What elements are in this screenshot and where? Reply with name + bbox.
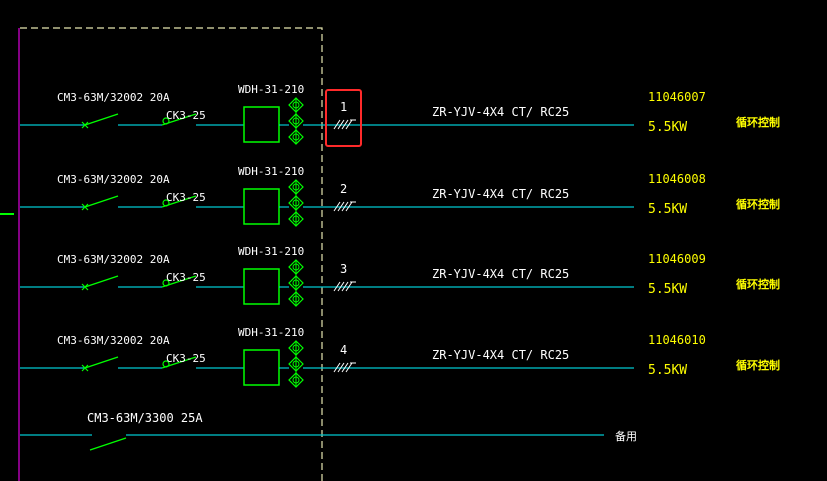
relay-label: WDH-31-210 [238, 245, 304, 258]
breaker-label: CM3-63M/32002 20A [57, 253, 170, 266]
load-description: 循环控制 [736, 197, 780, 211]
load-description: 循环控制 [736, 358, 780, 372]
circuit-number: 4 [340, 343, 347, 357]
cable-tick-mark [345, 281, 353, 292]
contactor-label: CK3-25 [166, 352, 206, 365]
breaker-contact [84, 356, 119, 369]
circuit-row: CM3-63M/32002 20A CK3-25 WDH-31-210 1 ZR-YJV… [20, 83, 780, 145]
panel-boundary-dashed [20, 27, 323, 481]
cable-spec-label: ZR-YJV-4X4 CT/ RC25 [432, 187, 569, 201]
cable-tick-mark [333, 201, 341, 212]
spare-circuit-row: CM3-63M/3300 25A 备用 [20, 411, 637, 451]
load-description: 循环控制 [736, 115, 780, 129]
cable-tick-mark [337, 201, 345, 212]
cable-tick-mark [333, 119, 341, 130]
thermal-relay-box [243, 188, 280, 225]
cable-tick-mark [341, 362, 349, 373]
circuit-row: CM3-63M/32002 20A CK3-25 WDH-31-210 3 ZR-YJV… [20, 245, 780, 307]
cable-tick-mark [345, 119, 353, 130]
power-rating: 5.5KW [648, 120, 687, 135]
power-rating: 5.5KW [648, 282, 687, 297]
cable-tick-mark [337, 119, 345, 130]
relay-label: WDH-31-210 [238, 83, 304, 96]
power-rating: 5.5KW [648, 202, 687, 217]
highlight-box [325, 89, 362, 147]
contactor-coil-icon [162, 117, 170, 125]
spare-label: 备用 [615, 429, 637, 443]
contactor-label: CK3-25 [166, 109, 206, 122]
cable-tick-mark [333, 281, 341, 292]
cable-tick-mark [345, 362, 353, 373]
cable-tick-mark [337, 281, 345, 292]
cable-spec-label: ZR-YJV-4X4 CT/ RC25 [432, 105, 569, 119]
contactor-coil-icon [162, 199, 170, 207]
breaker-contact [84, 195, 119, 208]
spare-breaker-label: CM3-63M/3300 25A [87, 411, 203, 425]
thermal-relay-box [243, 349, 280, 386]
circuit-number: 3 [340, 262, 347, 276]
circuit-row: CM3-63M/32002 20A CK3-25 WDH-31-210 2 ZR-YJV… [20, 165, 780, 227]
circuit-code: 11046007 [648, 90, 706, 104]
circuit-code: 11046008 [648, 172, 706, 186]
breaker-label: CM3-63M/32002 20A [57, 91, 170, 104]
relay-label: WDH-31-210 [238, 326, 304, 339]
relay-label: WDH-31-210 [238, 165, 304, 178]
breaker-contact [84, 113, 119, 126]
circuit-number: 2 [340, 182, 347, 196]
thermal-relay-box [243, 268, 280, 305]
cable-spec-label: ZR-YJV-4X4 CT/ RC25 [432, 348, 569, 362]
cable-tick-mark [337, 362, 345, 373]
contactor-label: CK3-25 [166, 271, 206, 284]
circuit-code: 11046010 [648, 333, 706, 347]
circuit-code: 11046009 [648, 252, 706, 266]
circuit-number: 1 [340, 100, 347, 114]
breaker-contact [84, 275, 119, 288]
spare-breaker-contact [89, 437, 127, 451]
thermal-relay-box [243, 106, 280, 143]
circuit-row: CM3-63M/32002 20A CK3-25 WDH-31-210 4 ZR-YJV… [20, 326, 780, 388]
cable-tick-mark [341, 119, 349, 130]
breaker-label: CM3-63M/32002 20A [57, 173, 170, 186]
cable-tick-mark [341, 281, 349, 292]
breaker-label: CM3-63M/32002 20A [57, 334, 170, 347]
load-description: 循环控制 [736, 277, 780, 291]
cable-spec-label: ZR-YJV-4X4 CT/ RC25 [432, 267, 569, 281]
cable-tick-mark [341, 201, 349, 212]
power-rating: 5.5KW [648, 363, 687, 378]
cable-tick-mark [333, 362, 341, 373]
contactor-coil-icon [162, 360, 170, 368]
cable-tick-mark [345, 201, 353, 212]
contactor-coil-icon [162, 279, 170, 287]
contactor-label: CK3-25 [166, 191, 206, 204]
